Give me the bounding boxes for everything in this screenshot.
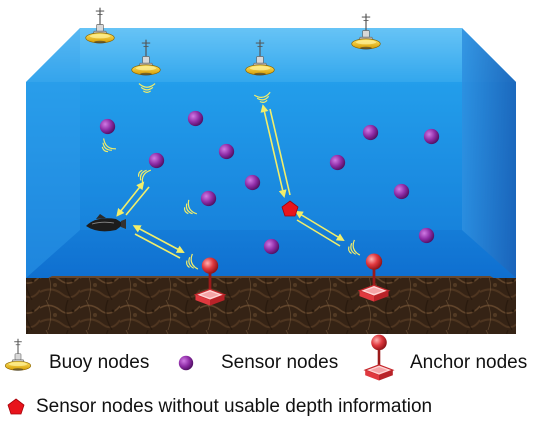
legend-anchor-icon <box>364 334 394 382</box>
legend-sensor-icon <box>178 355 194 371</box>
sensor-node-icon <box>362 124 379 141</box>
sensor-node-icon <box>329 154 346 171</box>
seabed-front <box>26 278 516 334</box>
communication-links <box>116 104 345 259</box>
water-right-side <box>462 28 516 278</box>
buoy-icon <box>85 7 115 45</box>
legend-sensor-label: Sensor nodes <box>221 352 339 373</box>
legend-anchor-label: Anchor nodes <box>410 352 528 373</box>
unlocalized-node-pentagon <box>281 200 299 217</box>
legend-buoy-label: Buoy nodes <box>49 352 150 373</box>
sensor-node-icon <box>244 174 261 191</box>
link-auv-anchor <box>132 225 185 253</box>
sensor-node-icon <box>418 227 435 244</box>
link-unlocalized-anchor <box>294 210 345 242</box>
sensor-node-icon <box>200 190 217 207</box>
water-back-face <box>80 28 462 230</box>
sensor-node-icon <box>218 143 235 160</box>
sensor-node-icon <box>99 118 116 135</box>
legend-pentagon-icon <box>7 398 25 415</box>
seabed <box>26 276 516 334</box>
link-buoy-unlocalized <box>260 104 287 198</box>
legend <box>4 334 394 415</box>
legend-unlocalized-label: Sensor nodes without usable depth inform… <box>36 396 433 417</box>
sensor-node-icon <box>263 238 280 255</box>
auv-icon <box>86 214 126 232</box>
link-auv-sensor <box>116 181 145 217</box>
sensor-node-icon <box>187 110 204 127</box>
sensor-node-icon <box>423 128 440 145</box>
water-left-side <box>26 28 80 278</box>
sensor-node-icon <box>393 183 410 200</box>
legend-buoy-icon <box>4 338 32 372</box>
sensor-node-icon <box>148 152 165 169</box>
